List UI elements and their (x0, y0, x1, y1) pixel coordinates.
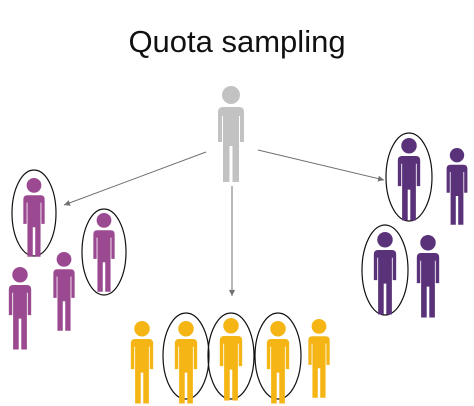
left-group-person-figure (53, 252, 75, 331)
selection-ellipse (207, 312, 255, 400)
people-layer (8, 86, 468, 404)
right-group-person-figure (373, 232, 397, 315)
left-group-person-figure (93, 213, 115, 292)
right-group-person-figure (446, 148, 468, 225)
bottom-group-person-figure (308, 319, 330, 398)
left-group-person-figure (8, 267, 32, 350)
left-group-person-figure (23, 178, 45, 257)
selection-ellipse (254, 312, 302, 400)
diagram-title: Quota sampling (128, 24, 346, 59)
selection-ellipse (361, 224, 409, 316)
selection-ellipse (385, 132, 433, 222)
right-group-person-figure (416, 235, 440, 318)
arrow-to-left-group (63, 151, 207, 206)
selection-ellipse (162, 312, 210, 400)
bottom-group-person-figure (266, 321, 290, 404)
right-group-person-figure (397, 138, 421, 221)
selection-ellipse (11, 169, 57, 257)
arrow-to-right-group (257, 149, 385, 182)
source-person-figure (218, 86, 244, 182)
bottom-group-person-figure (219, 318, 243, 401)
bottom-group-person-figure (174, 321, 198, 404)
bottom-group-person-figure (130, 321, 154, 404)
selection-ellipse (81, 208, 127, 296)
